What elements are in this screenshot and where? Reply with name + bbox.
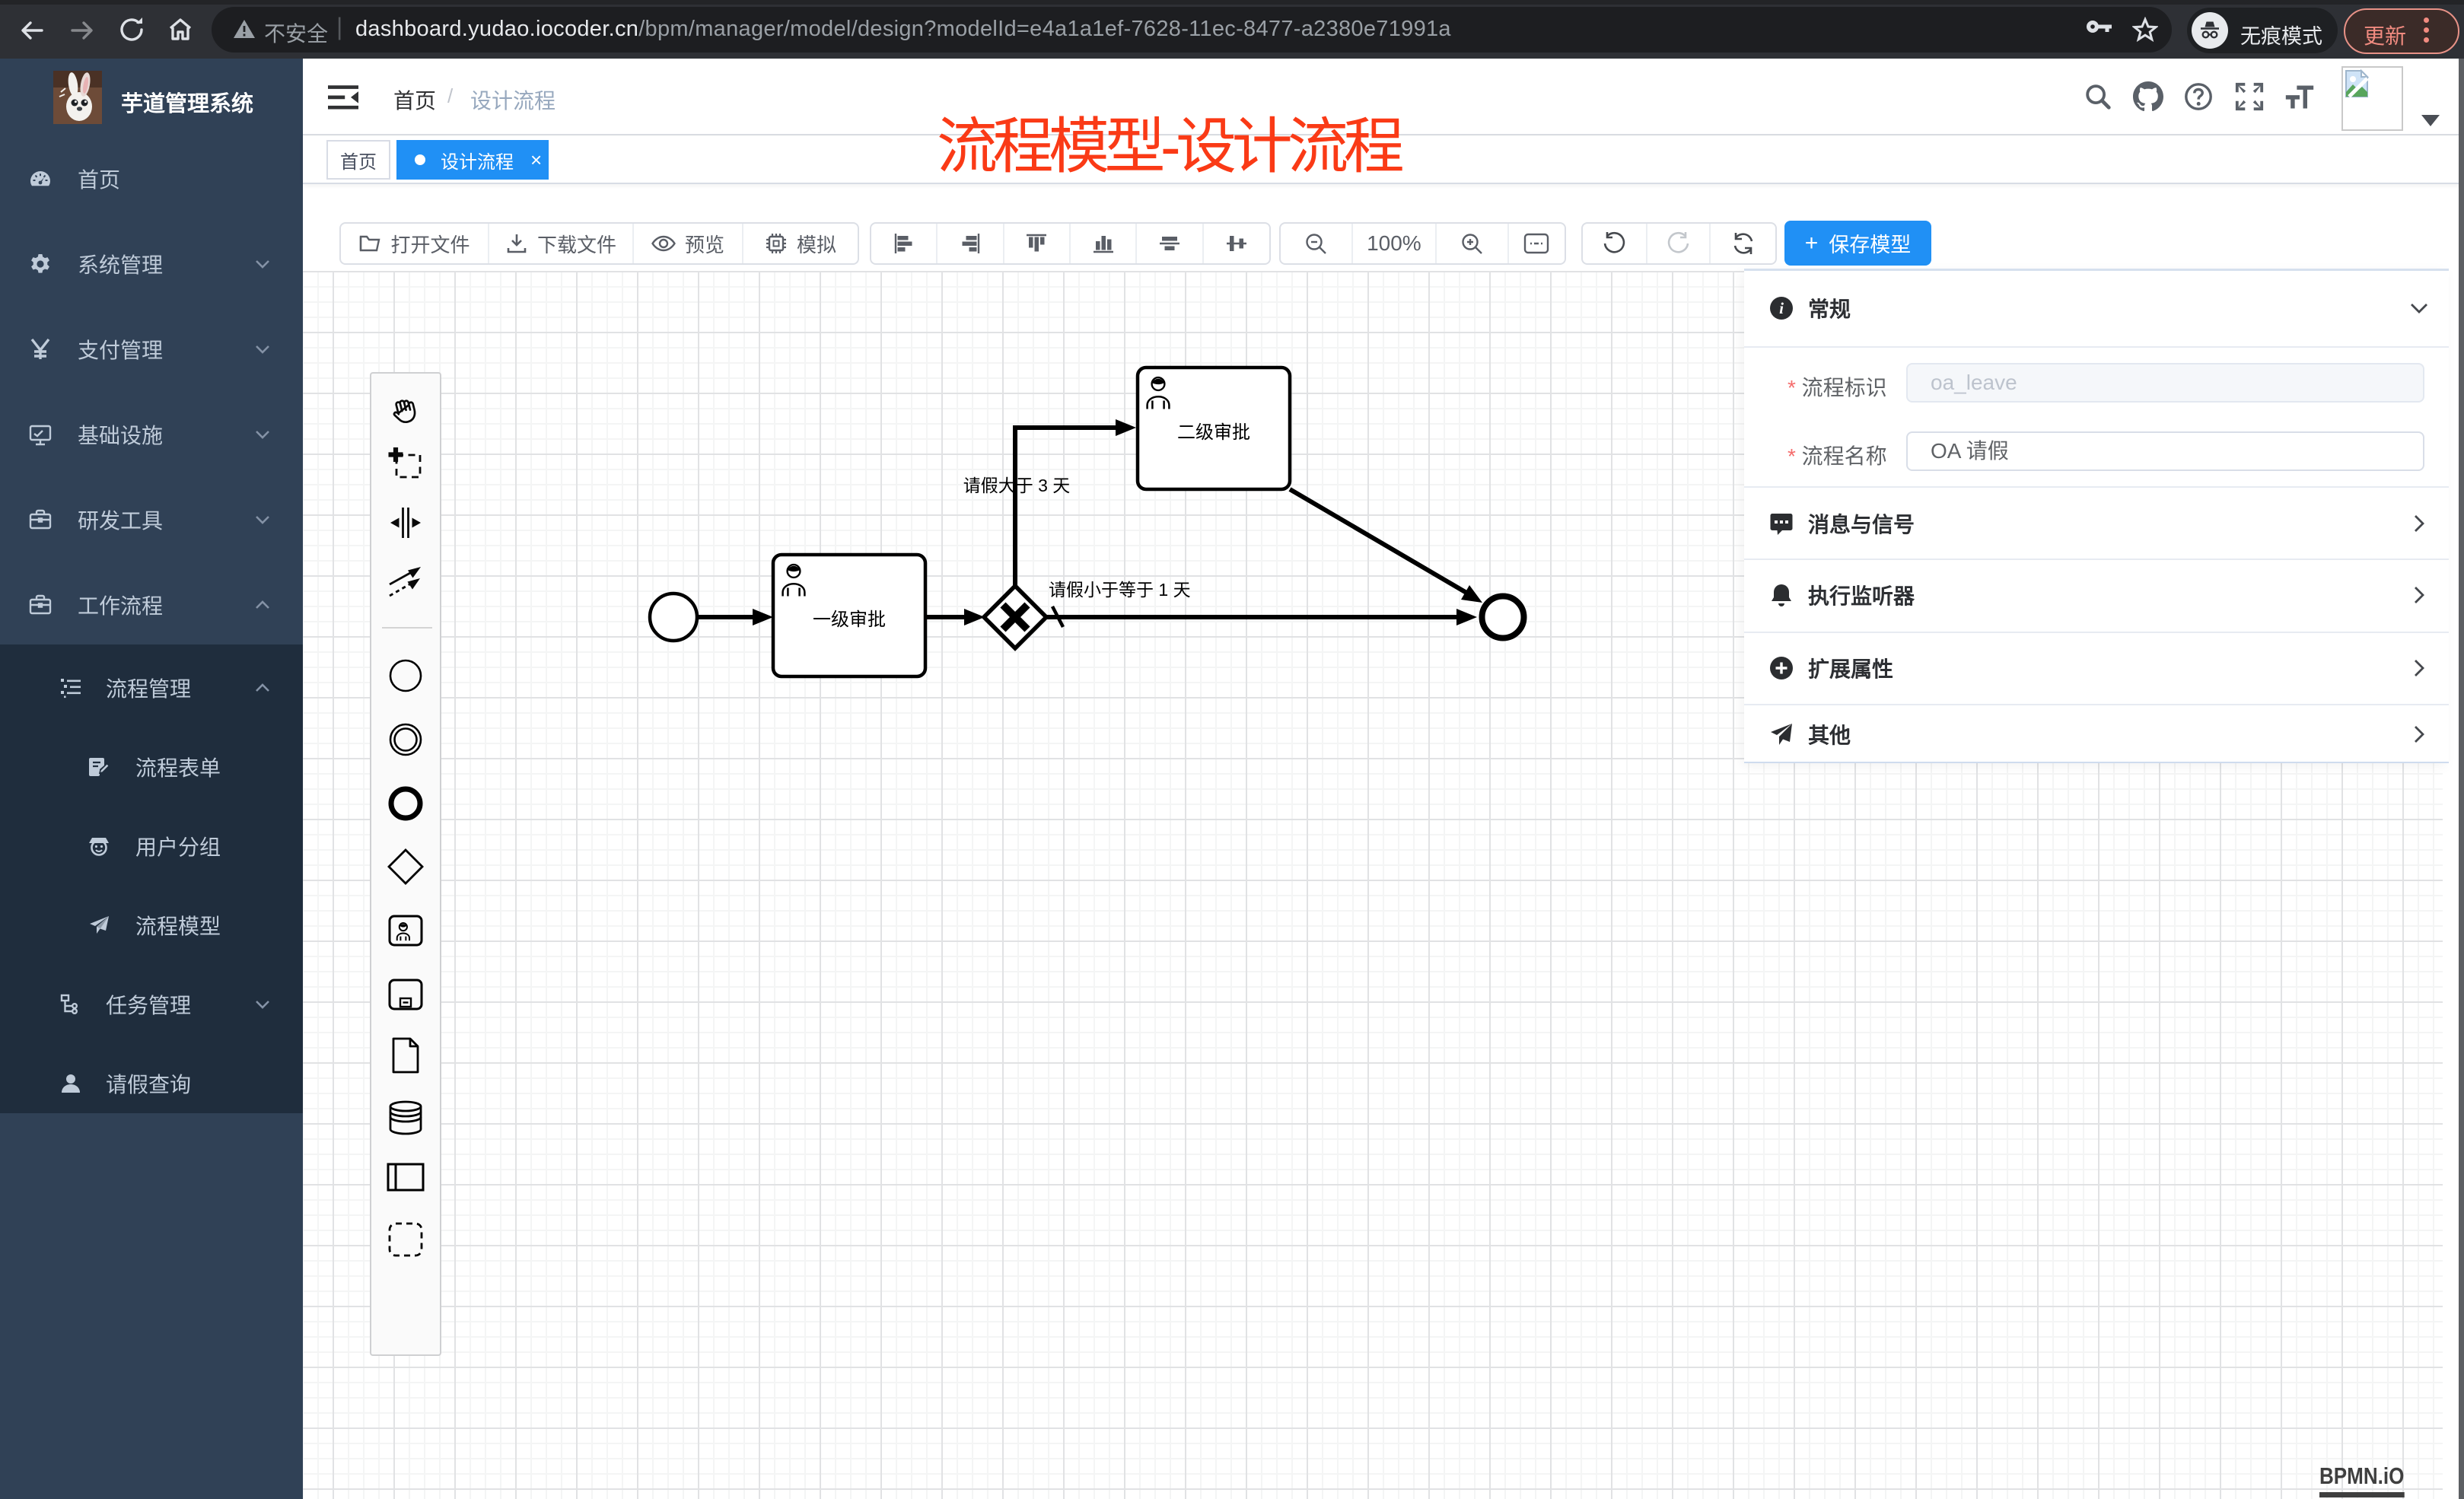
svg-text:一级审批: 一级审批 [813, 609, 886, 630]
svg-text:请假大于 3 天: 请假大于 3 天 [963, 476, 1071, 495]
svg-text:二级审批: 二级审批 [1177, 422, 1250, 443]
svg-text:请假小于等于 1 天: 请假小于等于 1 天 [1049, 580, 1191, 600]
svg-text:i: i [1779, 299, 1784, 317]
